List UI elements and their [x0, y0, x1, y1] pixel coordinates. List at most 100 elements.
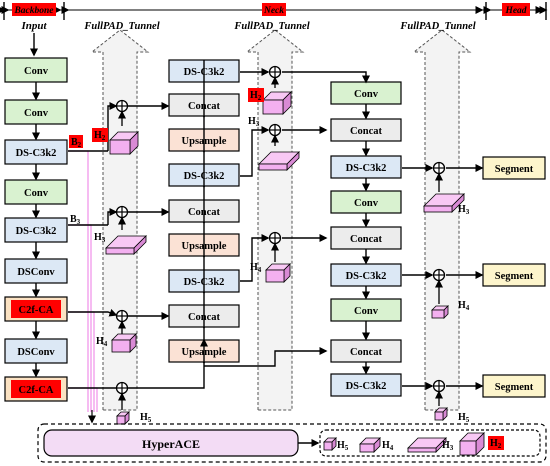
- neck-tag: [262, 3, 286, 16]
- neck2-block: Concat: [330, 339, 402, 363]
- neck2-block-label: Concat: [350, 126, 383, 137]
- cube-face-front: [116, 415, 126, 425]
- h-label: H3: [442, 440, 454, 452]
- backbone-tag: [12, 3, 56, 16]
- h-label: H4: [458, 300, 470, 312]
- out-h5-cube: [323, 437, 337, 451]
- cube-face-front: [111, 339, 131, 353]
- neck2-block-label: Concat: [350, 347, 383, 358]
- backbone-block-label: DS-C3k2: [16, 148, 57, 159]
- backbone-block: Conv: [4, 99, 68, 125]
- h-label-text: H4: [96, 336, 108, 348]
- segment-label: Segment: [495, 382, 534, 393]
- plus-to-conv-2a: [282, 71, 370, 84]
- h-label: H3: [94, 232, 106, 244]
- neck2-block: Conv: [330, 190, 402, 214]
- neck-column-1: DS-C3k2ConcatUpsampleDS-C3k2ConcatUpsamp…: [168, 59, 240, 365]
- tunnel-2-shape: [245, 29, 305, 411]
- ds-to-plus-2b: [240, 126, 270, 177]
- neck2-block: Concat: [330, 118, 402, 142]
- neck2-block: DS-C3k2: [330, 155, 402, 179]
- h-label-text: H5: [140, 412, 152, 424]
- feed-line-c2f-2: [68, 387, 98, 412]
- h-label-text: H3: [442, 440, 454, 452]
- tunnel-3: FullPAD_Tunnel: [399, 21, 476, 411]
- segment-label: Segment: [495, 164, 534, 175]
- h-label: H2: [488, 436, 504, 450]
- backbone-block-label: DS-C3k2: [16, 226, 57, 237]
- cube-face-front: [359, 443, 375, 453]
- h-label: H4: [250, 262, 262, 274]
- cube-face-front: [431, 309, 445, 319]
- cube-face-front: [459, 440, 477, 456]
- neck2-block: Concat: [330, 226, 402, 250]
- feature-feed-lines: [68, 150, 98, 412]
- h-label: H3: [248, 116, 260, 128]
- neck2-block-label: DS-C3k2: [346, 381, 387, 392]
- neck2-block-box: [330, 373, 402, 397]
- h-label: H2: [92, 128, 108, 142]
- cube-face-front: [434, 411, 444, 421]
- backbone-block: DSConv: [4, 338, 68, 364]
- h-label-tag: [92, 128, 108, 142]
- h5-cube-tunnel1: [116, 411, 130, 425]
- segment-box: [482, 374, 546, 398]
- hyperace-region: HyperACE: [37, 423, 547, 463]
- neck2-block: DS-C3k2: [330, 263, 402, 287]
- backbone-block-box: [4, 217, 68, 243]
- feed-line-b2: [68, 150, 89, 412]
- neck-column-2: ConvConcatDS-C3k2ConvConcatDS-C3k2ConvCo…: [330, 81, 402, 397]
- backbone-block-label: C2f-CA: [19, 305, 54, 316]
- backbone-block-label: DSConv: [17, 267, 55, 278]
- section-header: Backbone Neck Head: [0, 2, 548, 20]
- h-label-text: H3: [94, 232, 106, 244]
- cube-face-front: [265, 269, 285, 283]
- h-label-text: H4: [250, 262, 262, 274]
- backbone-block-label: Conv: [24, 108, 49, 119]
- neck2-block: Conv: [330, 298, 402, 322]
- tunnel-3-label: FullPAD_Tunnel: [399, 21, 475, 32]
- neck2-block-label: DS-C3k2: [346, 271, 387, 282]
- out-h4-cube: [359, 437, 381, 453]
- h-label-tag: [248, 88, 264, 102]
- h-label-text: H5: [458, 412, 470, 424]
- h-label: H4: [96, 336, 108, 348]
- backbone-title: Backbone: [13, 6, 54, 16]
- out-h3-cube: [407, 437, 447, 453]
- backbone-block: C2f-CA: [4, 376, 68, 402]
- connectors: [68, 68, 484, 390]
- b2-label: B2: [71, 137, 82, 149]
- h-label-tag: [488, 436, 504, 450]
- b3-label: B3: [70, 214, 81, 226]
- neck2-block-label: Conv: [354, 198, 379, 209]
- backbone-block: DS-C3k2: [4, 217, 68, 243]
- h3-cube-tunnel1: [105, 235, 147, 255]
- feed-line-c2f-1: [68, 311, 95, 412]
- tunnel-2-label: FullPAD_Tunnel: [233, 21, 309, 32]
- neck2-block: DS-C3k2: [330, 373, 402, 397]
- c2f-to-upsample: [68, 338, 208, 389]
- tunnel-1-shape: [90, 29, 150, 411]
- backbone-block: Conv: [4, 57, 68, 83]
- cube-face-front: [109, 139, 131, 155]
- backbone-block: Conv: [4, 179, 68, 205]
- neck-title: Neck: [263, 6, 284, 16]
- h5-cube-tunnel3: [434, 407, 448, 421]
- b-labels: B2 B3: [69, 135, 83, 226]
- h-label-text: H4: [458, 300, 470, 312]
- h-label-text: H2: [94, 130, 106, 142]
- h3-cube-tunnel2: [258, 151, 300, 171]
- h2-cube-tunnel2: [262, 91, 292, 115]
- backbone-block-label: C2f-CA: [19, 385, 54, 396]
- b2-tag: [69, 135, 83, 148]
- backbone-column: ConvConvDS-C3k2ConvDS-C3k2DSConvC2f-CADS…: [4, 57, 68, 402]
- h-label: H4: [382, 440, 394, 452]
- backbone-block-label: Conv: [24, 66, 49, 77]
- h4-cube-tunnel1: [111, 333, 137, 353]
- h-label-text: H4: [382, 440, 394, 452]
- h4-cube-tunnel3: [431, 305, 449, 319]
- h-label: H5: [458, 412, 470, 424]
